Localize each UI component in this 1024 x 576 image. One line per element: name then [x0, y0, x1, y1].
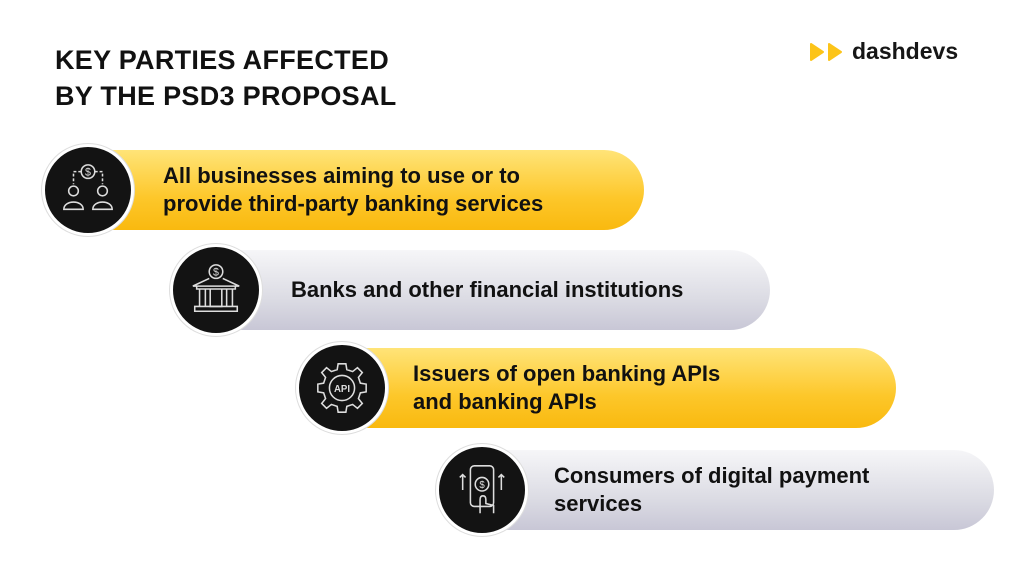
- party-pill: Banks and other financial institutions: [216, 250, 770, 330]
- svg-text:$: $: [213, 267, 219, 279]
- party-pill: Issuers of open banking APIs and banking …: [342, 348, 896, 428]
- party-text: Issuers of open banking APIs: [413, 361, 721, 386]
- party-text: Consumers of digital payment: [554, 463, 870, 488]
- party-text: and banking APIs: [413, 389, 597, 414]
- party-item: Consumers of digital payment services $: [436, 444, 994, 536]
- party-item: Issuers of open banking APIs and banking …: [296, 342, 896, 434]
- party-text: All businesses aiming to use or to: [163, 163, 520, 188]
- party-pill: Consumers of digital payment services: [482, 450, 994, 530]
- people-money-icon: $: [42, 144, 134, 236]
- page-title: Key parties affected by the PSD3 proposa…: [55, 42, 397, 114]
- dashdevs-logo: dashdevs: [810, 38, 958, 65]
- party-item: Banks and other financial institutions $: [170, 244, 770, 336]
- logo-arrows-icon: [810, 42, 842, 61]
- party-item: All businesses aiming to use or to provid…: [42, 144, 644, 236]
- party-pill: All businesses aiming to use or to provid…: [88, 150, 644, 230]
- svg-text:API: API: [334, 384, 350, 395]
- phone-payment-icon: $: [436, 444, 528, 536]
- svg-text:$: $: [479, 480, 485, 491]
- svg-text:$: $: [85, 167, 91, 179]
- logo-text: dashdevs: [852, 38, 959, 64]
- party-text: services: [554, 491, 643, 516]
- party-text: Banks and other financial institutions: [291, 277, 684, 302]
- bank-icon: $: [170, 244, 262, 336]
- title-line: by the PSD3 proposal: [55, 81, 397, 111]
- party-text: provide third-party banking services: [163, 191, 544, 216]
- title-line: Key parties affected: [55, 45, 390, 75]
- api-gear-icon: API: [296, 342, 388, 434]
